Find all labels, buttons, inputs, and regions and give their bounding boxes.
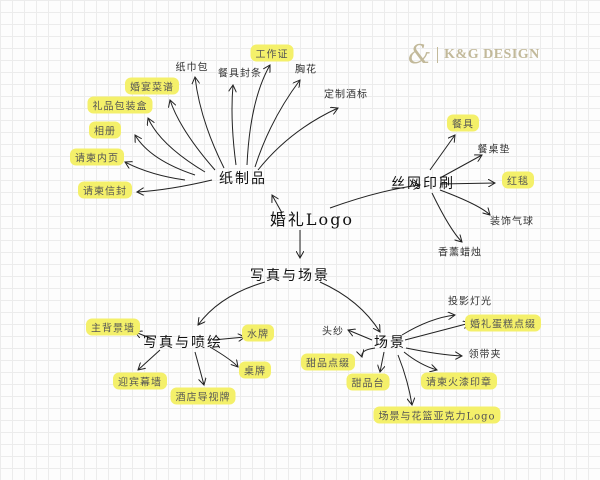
leaf-node: 餐具封条 <box>218 68 262 80</box>
node-scene: 场景 <box>374 335 406 351</box>
logo-text: K&G DESIGN <box>444 47 540 62</box>
leaf-node: 餐桌垫 <box>477 144 511 156</box>
leaf-node: 餐具 <box>447 114 479 132</box>
leaf-node: 相册 <box>89 121 121 139</box>
leaf-node: 婚礼蛋糕点缀 <box>465 314 541 332</box>
leaf-node: 红毯 <box>502 171 534 189</box>
leaf-node: 迎宾幕墙 <box>113 372 167 390</box>
leaf-node: 头纱 <box>322 326 344 338</box>
root-node: 婚礼Logo <box>269 210 355 229</box>
leaf-node: 工作证 <box>250 44 294 62</box>
leaf-node: 婚宴菜谱 <box>125 77 179 95</box>
leaf-node: 水牌 <box>242 324 274 342</box>
leaf-node: 礼品包装盒 <box>87 96 153 114</box>
node-photo: 写真与喷绘 <box>143 335 223 351</box>
leaf-node: 请柬信封 <box>78 181 132 199</box>
node-photo-scene: 写真与场景 <box>250 268 330 284</box>
leaf-node: 请柬火漆印章 <box>421 372 497 390</box>
leaf-node: 投影灯光 <box>448 296 492 308</box>
leaf-node: 定制酒标 <box>324 89 368 101</box>
leaf-node: 桌牌 <box>239 361 271 379</box>
leaf-node: 装饰气球 <box>490 216 534 228</box>
leaf-node: 领带夹 <box>468 349 502 361</box>
node-paper: 纸制品 <box>219 171 267 187</box>
leaf-node: 酒店导视牌 <box>170 387 236 405</box>
leaf-node: 甜品台 <box>346 373 390 391</box>
leaf-node: 香薰蜡烛 <box>438 247 482 259</box>
leaf-node: 纸巾包 <box>175 62 209 74</box>
leaf-node: 主背景墙 <box>86 318 140 336</box>
leaf-node: 场景与花篮亚克力Logo <box>373 406 501 424</box>
logo-divider <box>437 47 439 63</box>
leaf-node: 胸花 <box>295 64 317 76</box>
brand-logo: & K&G DESIGN <box>408 40 540 70</box>
leaf-node: 请柬内页 <box>70 148 124 166</box>
node-screen-print: 丝网印刷 <box>391 176 455 192</box>
logo-monogram: & <box>408 40 432 70</box>
leaf-node: 甜品点缀 <box>301 353 355 371</box>
